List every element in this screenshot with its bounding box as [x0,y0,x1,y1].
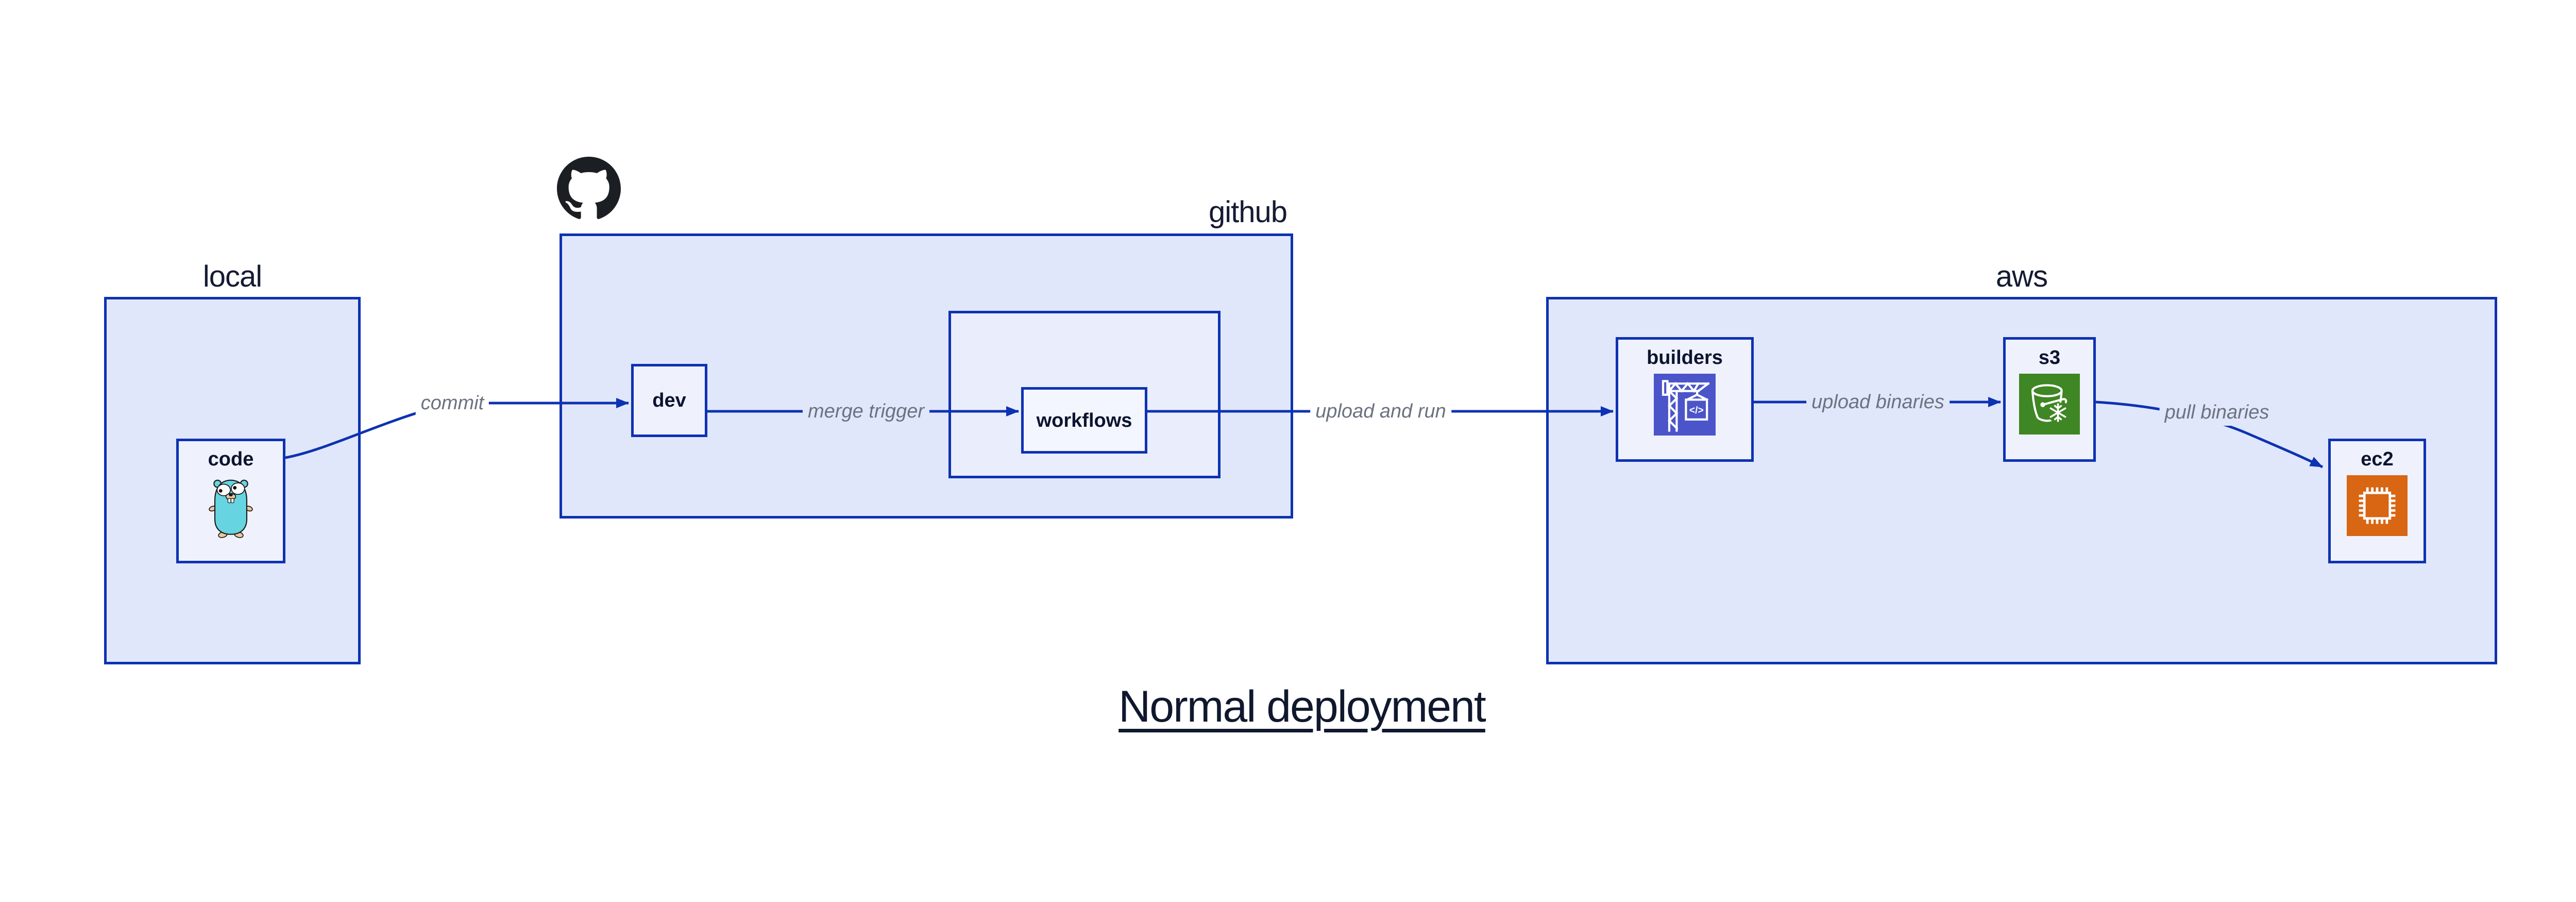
diagram-title: Normal deployment [1118,682,1486,731]
node-code: code [176,439,285,563]
node-dev: dev [631,364,707,437]
edge-label-merge-trigger: merge trigger [803,398,929,425]
node-builders-label: builders [1647,347,1723,369]
github-logo-icon [557,157,621,219]
ec2-chip-icon [2347,475,2408,536]
edge-label-commit: commit [415,390,489,416]
edge-label-pull-binaries: pull binaries [2159,399,2275,426]
node-s3-label: s3 [2038,347,2061,369]
node-code-label: code [208,448,254,470]
node-dev-label: dev [652,390,686,411]
node-ec2-label: ec2 [2361,448,2394,470]
edge-label-upload-binaries: upload binaries [1806,389,1950,415]
node-builders: builders </> [1616,337,1754,462]
svg-text:</>: </> [1689,405,1704,416]
node-workflows-label: workflows [1036,409,1132,431]
node-workflows: workflows [1021,387,1147,454]
gopher-icon [209,479,253,538]
node-ec2: ec2 [2328,439,2426,563]
github-container-title: github [1208,195,1287,229]
node-s3: s3 [2003,337,2096,462]
edge-pull-binaries [2095,400,2324,469]
edge-label-upload-and-run: upload and run [1310,398,1451,425]
aws-container-title: aws [1995,260,2048,293]
s3-bucket-icon [2019,374,2080,435]
local-container-title: local [202,260,262,293]
codebuild-icon: </> [1654,374,1716,436]
